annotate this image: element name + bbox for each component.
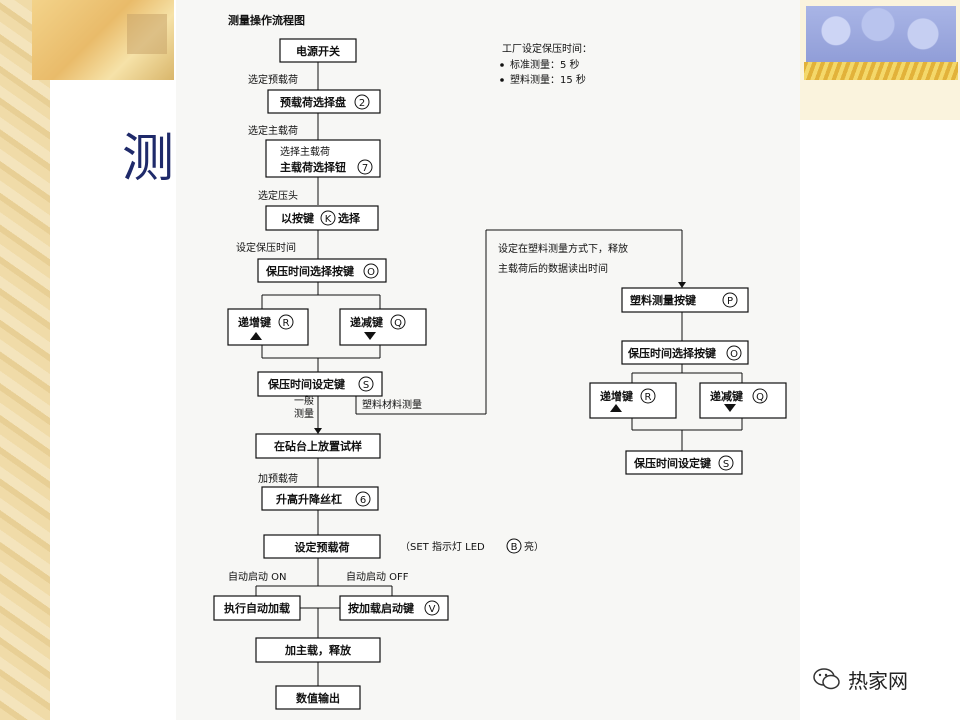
- svg-text:数值输出: 数值输出: [296, 691, 340, 705]
- key-label: S: [723, 459, 729, 470]
- factory-note-item: 塑料测量：15 秒: [510, 73, 586, 86]
- label-plastic-material: 塑料材料测量: [362, 398, 422, 411]
- key-label: 2: [359, 98, 365, 109]
- key-label: O: [367, 267, 375, 278]
- box-right-dwell-set: 保压时间设定键 S: [626, 451, 742, 474]
- svg-text:保压时间选择按键: 保压时间选择按键: [265, 264, 355, 278]
- box-increment-key: 递增键 R: [228, 309, 308, 345]
- box-value-output: 数值输出: [276, 686, 360, 709]
- watermark-text: 热家网: [848, 665, 908, 694]
- factory-note-item: 标准测量：5 秒: [510, 58, 580, 71]
- label-add-preload: 加预载荷: [258, 473, 298, 485]
- svg-text:保压时间设定键: 保压时间设定键: [267, 377, 346, 391]
- svg-text:选择主载荷: 选择主载荷: [280, 145, 330, 158]
- box-set-preload: 设定预载荷: [264, 535, 380, 558]
- label-select-preload: 选定预载荷: [248, 73, 298, 86]
- svg-text:按加载启动键: 按加载启动键: [348, 601, 415, 615]
- label-auto-off: 自动启动 OFF: [346, 570, 409, 583]
- label-general-1: 一般: [294, 394, 314, 407]
- box-apply-main-load: 加主载，释放: [256, 638, 380, 662]
- box-indenter-key: 以按键 K 选择: [266, 206, 378, 230]
- box-dwell-set: 保压时间设定键 S: [258, 372, 382, 396]
- svg-text:升高升降丝杠: 升高升降丝杠: [276, 492, 342, 506]
- label-select-mainload: 选定主载荷: [248, 124, 298, 137]
- box-right-increment-key: 递增键 R: [590, 383, 676, 418]
- svg-text:电源开关: 电源开关: [296, 44, 340, 58]
- key-label: K: [325, 214, 332, 225]
- svg-text:保压时间设定键: 保压时间设定键: [633, 456, 712, 470]
- svg-text:递增键: 递增键: [238, 315, 272, 329]
- key-label: B: [511, 542, 518, 553]
- label-select-indenter: 选定压头: [258, 189, 298, 202]
- box-preload-dial: 预载荷选择盘 2: [268, 90, 380, 113]
- bullet-icon: [500, 63, 504, 67]
- svg-text:递增键: 递增键: [600, 389, 634, 403]
- flowchart-title: 测量操作流程图: [228, 13, 305, 27]
- watermark: 热家网: [812, 664, 952, 694]
- svg-text:执行自动加载: 执行自动加载: [224, 601, 290, 615]
- box-right-dwell-select: 保压时间选择按键 O: [622, 341, 748, 364]
- box-auto-load: 执行自动加载: [214, 596, 300, 620]
- svg-text:塑料测量按键: 塑料测量按键: [630, 293, 697, 307]
- box-mainload-select: 选择主载荷 主载荷选择钮 7: [266, 140, 380, 177]
- label-set-dwell: 设定保压时间: [236, 241, 296, 254]
- box-raise-screw: 升高升降丝杠 6: [262, 487, 378, 510]
- label-set-indicator: （SET 指示灯 LED: [400, 540, 485, 553]
- svg-text:主载荷选择钮: 主载荷选择钮: [280, 160, 346, 174]
- box-plastic-measure-key: 塑料测量按键 P: [622, 288, 748, 312]
- key-label: Q: [394, 318, 402, 329]
- key-label: S: [363, 380, 369, 391]
- bullet-icon: [500, 78, 504, 82]
- box-power-switch: 电源开关: [280, 39, 356, 62]
- svg-text:递减键: 递减键: [710, 389, 744, 403]
- key-label: P: [727, 296, 733, 307]
- svg-text:选择: 选择: [338, 211, 361, 225]
- box-place-sample: 在砧台上放置试样: [256, 434, 380, 458]
- box-right-decrement-key: 递减键 Q: [700, 383, 786, 418]
- svg-text:预载荷选择盘: 预载荷选择盘: [280, 95, 346, 109]
- svg-text:以按键: 以按键: [281, 211, 315, 225]
- plastic-note-line-1: 设定在塑料测量方式下，释放: [498, 242, 628, 255]
- key-label: V: [429, 604, 436, 615]
- factory-note-title: 工厂设定保压时间：: [502, 42, 592, 55]
- label-set-indicator-end: 亮）: [524, 540, 544, 553]
- svg-text:加主载，释放: 加主载，释放: [284, 643, 352, 657]
- key-label: R: [283, 318, 290, 329]
- label-auto-on: 自动启动 ON: [228, 570, 287, 583]
- box-dwell-select: 保压时间选择按键 O: [258, 259, 386, 282]
- key-label: O: [730, 349, 738, 360]
- box-decrement-key: 递减键 Q: [340, 309, 426, 345]
- svg-text:设定预载荷: 设定预载荷: [295, 540, 350, 554]
- key-label: Q: [756, 392, 764, 403]
- key-label: 7: [362, 163, 368, 174]
- label-general-2: 测量: [294, 407, 314, 420]
- svg-text:在砧台上放置试样: 在砧台上放置试样: [274, 439, 362, 453]
- key-label: R: [645, 392, 652, 403]
- plastic-note-line-2: 主载荷后的数据读出时间: [498, 262, 608, 275]
- svg-text:保压时间选择按键: 保压时间选择按键: [627, 346, 717, 360]
- key-label: 6: [360, 495, 366, 506]
- box-press-load-key: 按加载启动键 V: [340, 596, 448, 620]
- svg-text:递减键: 递减键: [350, 315, 384, 329]
- wechat-icon: [812, 667, 842, 691]
